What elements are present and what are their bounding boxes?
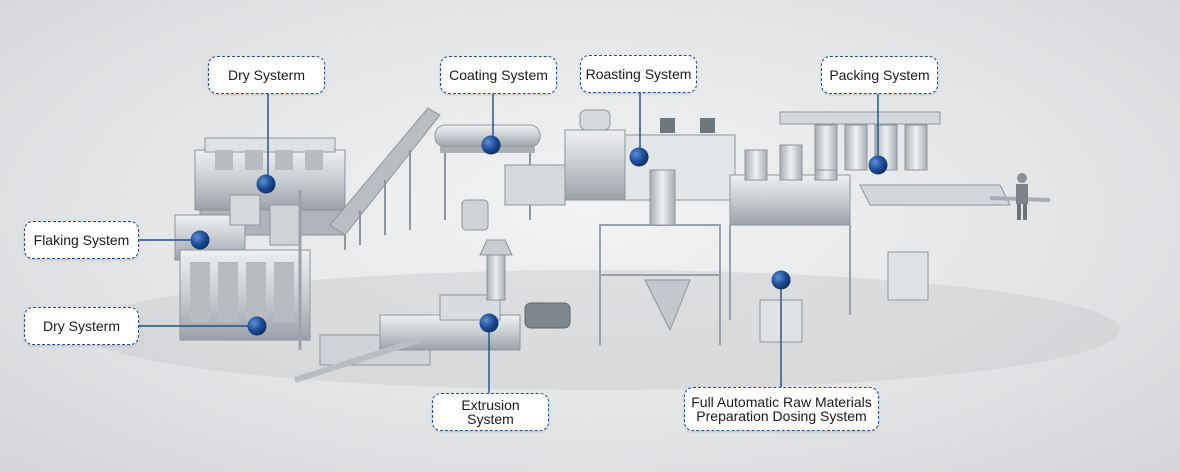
callout-extrusion-system: Extrusion System — [432, 393, 549, 431]
callout-dry-system-bottom-label: Dry Systerm — [43, 318, 120, 334]
callout-flaking-system: Flaking System — [24, 221, 139, 259]
callout-packing-system: Packing System — [821, 56, 938, 94]
callout-dry-system-top: Dry Systerm — [208, 56, 325, 94]
callout-coating-system-label: Coating System — [449, 67, 548, 83]
callout-roasting-system-label: Roasting System — [585, 66, 692, 82]
marker-flaking — [190, 230, 210, 250]
dry-system-bottom-machine — [179, 190, 311, 350]
inclined-conveyor — [329, 107, 441, 245]
callout-dry-system-top-label: Dry Systerm — [228, 67, 305, 83]
marker-raw-materials — [771, 270, 791, 290]
callout-dry-system-bottom: Dry Systerm — [24, 307, 139, 345]
callout-coating-system: Coating System — [440, 56, 557, 94]
marker-extrusion — [479, 313, 499, 333]
marker-packing — [868, 155, 888, 175]
coating-system-machine — [434, 124, 566, 231]
callout-raw-materials-system: Full Automatic Raw Materials Preparation… — [684, 387, 879, 431]
callout-raw-materials-system-label: Full Automatic Raw Materials Preparation… — [691, 394, 872, 424]
marker-dry-top — [256, 174, 276, 194]
operator-figure — [1016, 173, 1028, 220]
extrusion-system-machine — [294, 239, 571, 383]
marker-roasting — [629, 147, 649, 167]
roasting-system-machine — [564, 109, 736, 201]
packing-system-machine — [779, 111, 1051, 301]
callout-packing-system-label: Packing System — [829, 67, 930, 83]
callout-flaking-system-label: Flaking System — [33, 232, 130, 248]
marker-dry-bottom — [247, 316, 267, 336]
marker-coating — [481, 135, 501, 155]
callout-extrusion-system-label: Extrusion System — [461, 397, 520, 427]
callout-roasting-system: Roasting System — [580, 55, 697, 93]
